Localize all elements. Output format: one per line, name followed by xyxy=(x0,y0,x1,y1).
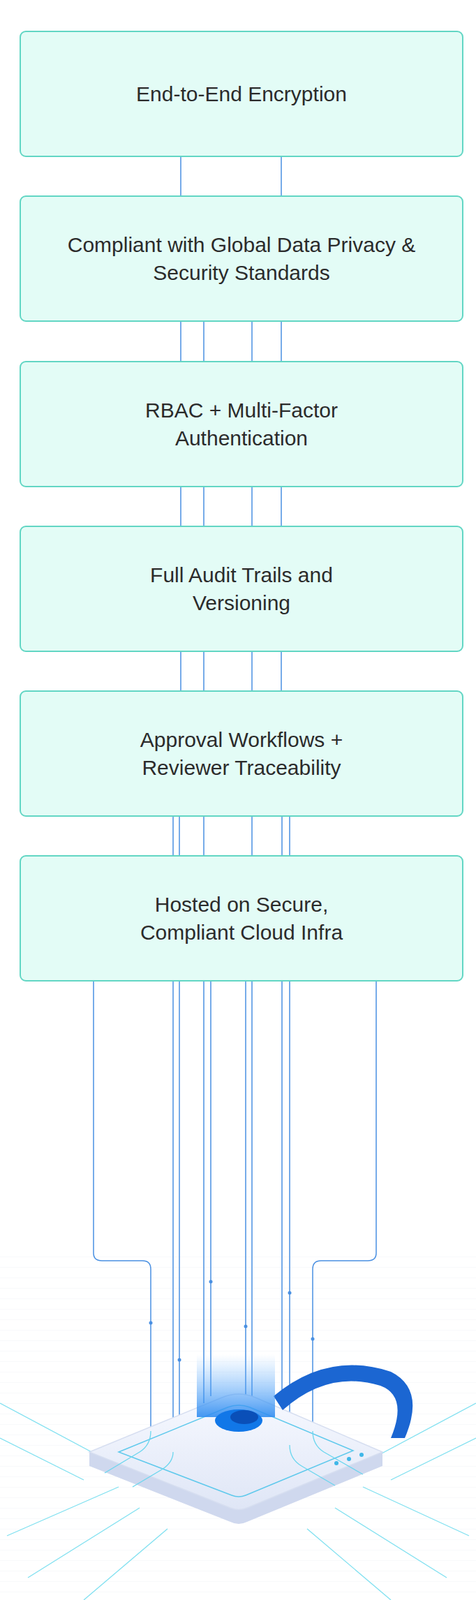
connector-lines xyxy=(180,157,282,196)
lock-slab-inset xyxy=(118,1404,354,1497)
feature-label: Full Audit Trails and Versioning xyxy=(126,561,357,617)
feature-box: RBAC + Multi-Factor Authentication xyxy=(19,360,464,488)
feature-box: End-to-End Encryption xyxy=(19,30,464,158)
keyhole-inner xyxy=(230,1409,259,1424)
feature-box: Approval Workflows + Reviewer Traceabili… xyxy=(19,690,464,817)
feature-label: Hosted on Secure, Compliant Cloud Infra xyxy=(126,890,357,947)
circuit-texture xyxy=(0,1256,476,1600)
connector-lines xyxy=(180,321,282,361)
light-beam xyxy=(196,1354,275,1417)
text-wrap: End-to-End Encryption xyxy=(136,80,347,109)
feature-label: Approval Workflows + Reviewer Traceabili… xyxy=(126,725,357,782)
signal-dots xyxy=(149,1280,315,1362)
text-wrap: Compliant with Global Data Privacy & Sec… xyxy=(46,231,437,287)
text-wrap: Approval Workflows + Reviewer Traceabili… xyxy=(126,725,357,782)
text-wrap: Full Audit Trails and Versioning xyxy=(126,561,357,617)
feature-box: Hosted on Secure, Compliant Cloud Infra xyxy=(19,854,464,982)
slab-traces xyxy=(104,1430,363,1487)
feature-box: Full Audit Trails and Versioning xyxy=(19,525,464,652)
status-leds xyxy=(334,1452,364,1465)
text-wrap: Hosted on Secure, Compliant Cloud Infra xyxy=(126,890,357,947)
feature-box: Compliant with Global Data Privacy & Sec… xyxy=(19,195,464,322)
connector-lines xyxy=(180,651,282,691)
text-wrap: RBAC + Multi-Factor Authentication xyxy=(126,396,357,453)
connector-lines xyxy=(173,816,290,855)
keyhole xyxy=(214,1409,263,1432)
lock-shackle xyxy=(273,1365,413,1438)
feature-label: End-to-End Encryption xyxy=(136,80,347,109)
lock-slab-top xyxy=(89,1393,383,1510)
feature-label: RBAC + Multi-Factor Authentication xyxy=(126,396,357,453)
feature-label: Compliant with Global Data Privacy & Sec… xyxy=(46,231,437,287)
connector-lines xyxy=(180,487,282,526)
